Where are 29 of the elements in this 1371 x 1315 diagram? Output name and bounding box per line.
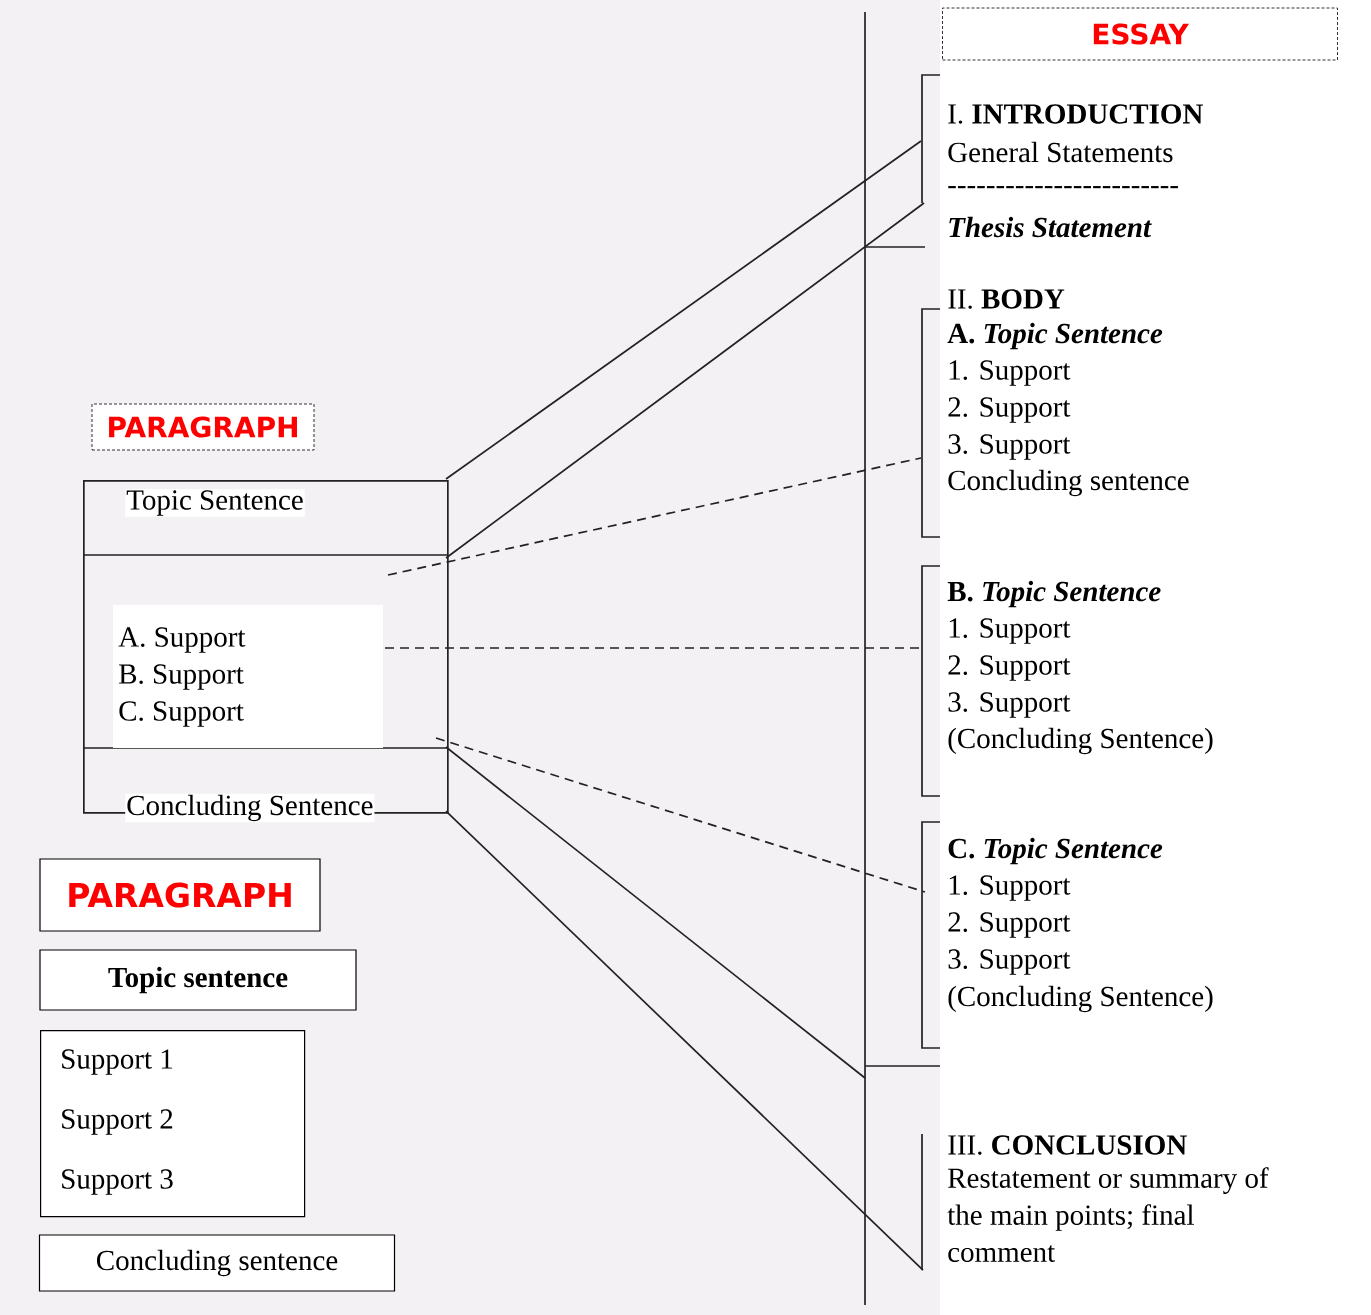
outline-text: ------------------------	[948, 186, 1178, 189]
outline-text: 2. Support	[948, 655, 1071, 681]
outline-text: General Statements	[948, 141, 1173, 163]
outline-text: 2. Support	[948, 397, 1071, 423]
title-box: PARAGRAPH	[91, 403, 315, 451]
outline-text: 2. Support	[948, 912, 1071, 938]
outline-text: 3. Support	[948, 434, 1071, 460]
outline-text: 1. Support	[949, 875, 1071, 901]
outline-text: III. CONCLUSION	[948, 1135, 1187, 1155]
outline-text: II. BODY	[948, 289, 1065, 309]
outline-text: (Concluding Sentence)	[948, 727, 1213, 755]
outline-text: 1. Support	[949, 360, 1071, 386]
outline-text: C. Topic Sentence	[948, 837, 1163, 865]
title-box: ESSAY	[942, 7, 1338, 61]
outline-text: Thesis Statement	[949, 216, 1152, 238]
outline-text: I. INTRODUCTION	[948, 104, 1203, 124]
outline-text: A. Topic Sentence	[947, 322, 1163, 350]
outline-text: 1. Support	[949, 618, 1071, 644]
text-box: Topic sentence	[39, 949, 357, 1011]
text-box: Support 1 Support 2 Support 3	[40, 1030, 306, 1218]
text-box: Concluding sentence	[38, 1234, 396, 1292]
paragraph-box: Topic Sentence A. Support B. Support C. Support Concluding Sentence	[82, 480, 449, 823]
outline-text: 3. Support	[948, 692, 1071, 718]
outline-text: Concluding sentence	[948, 469, 1189, 497]
title-box: PARAGRAPH	[39, 858, 321, 932]
outline-text: B. Topic Sentence	[947, 580, 1161, 608]
outline-text: 3. Support	[948, 949, 1071, 975]
outline-text: (Concluding Sentence)	[948, 985, 1213, 1013]
outline-text: Restatement or summary of the main points; final comment	[947, 1167, 1269, 1262]
